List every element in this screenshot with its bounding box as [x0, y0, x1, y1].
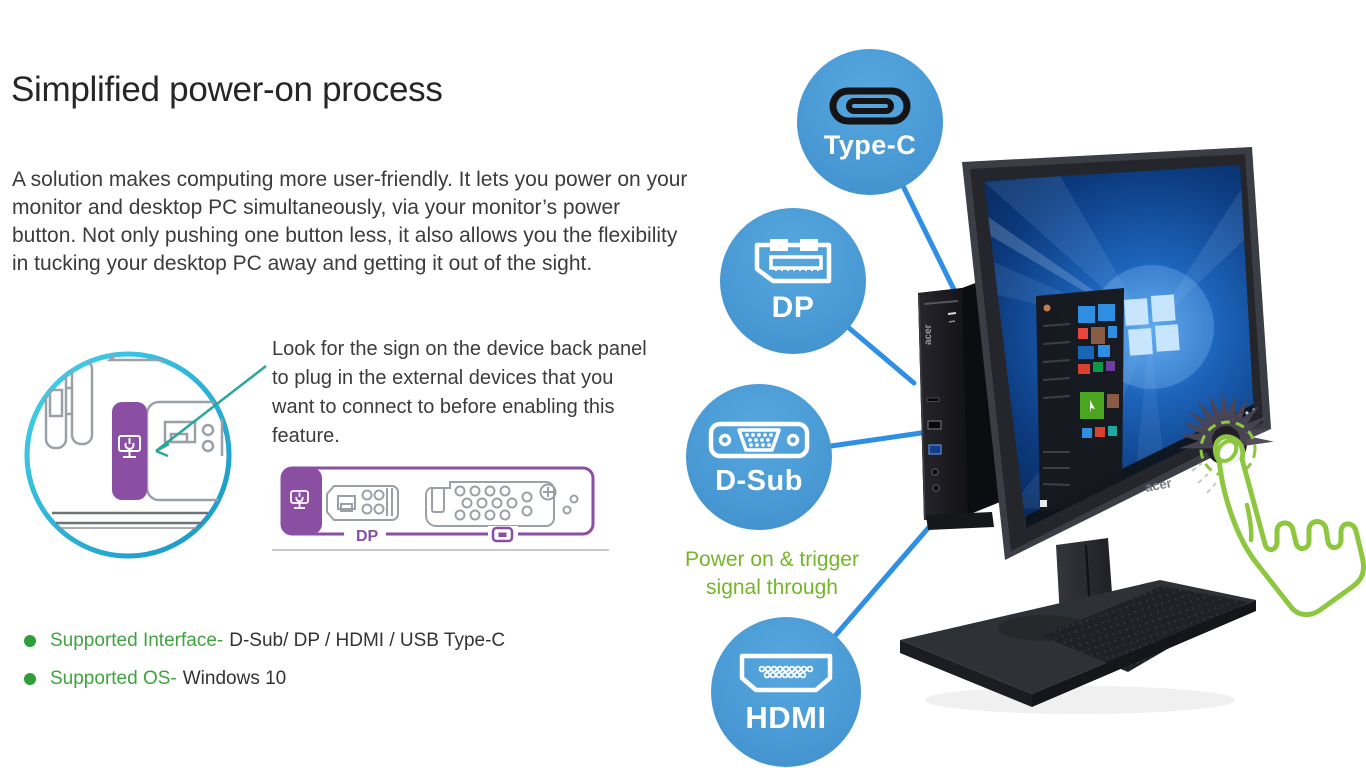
- connector-badge-hdmi: HDMI: [711, 617, 861, 767]
- dp-port-label: DP: [356, 528, 379, 545]
- connector-label: D-Sub: [715, 464, 803, 497]
- monitor-power-icon: [118, 435, 141, 458]
- start-menu: [1036, 288, 1124, 512]
- diagram-mini-icon: [488, 526, 518, 543]
- screen-content: [984, 176, 1254, 528]
- connector-label: Type-C: [823, 129, 917, 160]
- fingertip: [1215, 439, 1239, 463]
- bullet-label: Supported Interface-: [50, 630, 224, 651]
- bullet-icon: [24, 635, 36, 647]
- pc-tower: acer: [918, 272, 1010, 530]
- power-caption-line1: Power on & trigger: [685, 548, 859, 571]
- bullet-icon: [24, 673, 36, 685]
- bullet-label: Supported OS-: [50, 668, 177, 689]
- d-sub-vga-icon: [708, 421, 810, 458]
- back-panel-diagram: DP: [272, 466, 609, 551]
- power-sign-band: [112, 402, 147, 500]
- bullet-value: Windows 10: [182, 668, 287, 689]
- monitor-brand-logo: acer: [1144, 475, 1173, 495]
- supported-list: Supported Interface-D-Sub/ DP / HDMI / U…: [24, 630, 505, 706]
- back-panel-magnifier: [24, 351, 267, 559]
- hand-icon: [1212, 434, 1366, 617]
- callout-text: Look for the sign on the device back pan…: [272, 338, 647, 447]
- diagram-border: [280, 466, 595, 536]
- power-button-ring: [1199, 420, 1257, 478]
- pointer-arrow: [155, 365, 267, 458]
- pc-brand-logo: acer: [923, 324, 934, 345]
- connector-label: HDMI: [745, 700, 827, 735]
- page-title: Simplified power-on process: [11, 70, 443, 109]
- displayport-icon: [754, 239, 832, 284]
- diagram-dp-label: DP: [344, 526, 386, 545]
- pc-ports: [926, 397, 942, 492]
- connector-badge-d-sub: D-Sub: [686, 384, 832, 530]
- power-burst: [1178, 392, 1274, 494]
- list-item: Supported OS-Windows 10: [24, 668, 505, 690]
- connector-badge-dp: DP: [720, 208, 866, 354]
- osd-buttons: [1231, 408, 1256, 421]
- list-item: Supported Interface-D-Sub/ DP / HDMI / U…: [24, 630, 505, 652]
- diagram-power-icon: [290, 490, 309, 509]
- bullet-value: D-Sub/ DP / HDMI / USB Type-C: [229, 630, 506, 651]
- monitor-stand: [900, 538, 1256, 714]
- monitor-screen: [984, 165, 1254, 528]
- connector-label: DP: [771, 291, 815, 324]
- hdmi-icon: [739, 653, 833, 693]
- intro-paragraph: A solution makes computing more user-fri…: [12, 168, 688, 275]
- connector-badge-type-c: Type-C: [797, 49, 943, 195]
- diagram-connectors: [326, 481, 579, 527]
- power-caption-line2: signal through: [706, 576, 838, 599]
- monitor: acer: [962, 147, 1271, 560]
- power-caption: Power on & trigger signal through: [660, 546, 884, 602]
- usb-type-c-icon: [829, 87, 911, 124]
